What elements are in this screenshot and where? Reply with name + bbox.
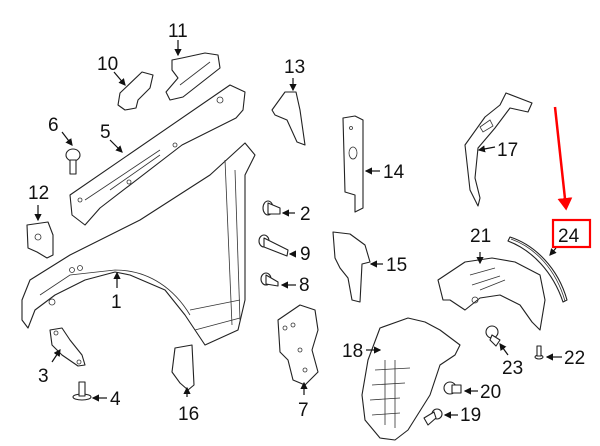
part-13-bracket[interactable] (271, 91, 306, 146)
label-2: 2 (300, 204, 311, 225)
label-3: 3 (38, 366, 49, 387)
part-5-rail[interactable] (69, 84, 246, 226)
part-10-bracket[interactable] (117, 71, 154, 111)
part-17-bracket[interactable] (464, 92, 533, 207)
part-21-liner[interactable] (437, 257, 546, 331)
label-12: 12 (28, 183, 49, 204)
label-22: 22 (564, 348, 585, 369)
part-23-clip[interactable] (485, 325, 501, 347)
part-24-molding[interactable] (507, 236, 568, 303)
part-12-bracket[interactable] (26, 221, 54, 259)
highlight-box (551, 218, 592, 249)
label-15: 15 (386, 255, 407, 276)
label-21: 21 (470, 226, 491, 247)
part-3-bracket[interactable] (49, 327, 86, 367)
part-20-clip[interactable] (443, 381, 462, 395)
part-16-panel[interactable] (171, 344, 195, 391)
label-14: 14 (383, 162, 405, 183)
label-7: 7 (298, 400, 309, 421)
label-19: 19 (460, 405, 481, 426)
part-19-screw[interactable] (423, 408, 443, 426)
label-1: 1 (111, 292, 122, 313)
part-8-bolt[interactable] (260, 272, 279, 287)
label-20: 20 (480, 382, 501, 403)
label-9: 9 (300, 244, 311, 265)
part-15-panel[interactable] (332, 231, 371, 303)
part-4-stud[interactable] (72, 381, 92, 401)
part-14-panel[interactable] (342, 115, 364, 213)
part-22-fastener[interactable] (534, 345, 544, 360)
label-10: 10 (97, 54, 118, 75)
part-7-hinge[interactable] (277, 304, 319, 386)
part-1-fender[interactable] (21, 142, 256, 346)
label-17: 17 (497, 140, 518, 161)
label-5: 5 (100, 122, 111, 143)
label-13: 13 (284, 57, 305, 78)
part-18-splash-shield[interactable] (361, 317, 461, 441)
part-2-bolt[interactable] (262, 200, 281, 216)
label-18: 18 (342, 341, 363, 362)
label-24: 24 (558, 226, 580, 247)
label-23: 23 (502, 358, 523, 379)
label-4: 4 (110, 389, 121, 410)
label-11: 11 (168, 21, 188, 42)
label-8: 8 (299, 275, 310, 296)
label-16: 16 (178, 404, 199, 425)
highlight-arrow (553, 106, 573, 211)
part-6-bolt[interactable] (65, 148, 81, 175)
part-9-bolt[interactable] (258, 234, 289, 257)
label-6: 6 (48, 115, 59, 136)
part-11-bracket[interactable] (165, 52, 221, 101)
